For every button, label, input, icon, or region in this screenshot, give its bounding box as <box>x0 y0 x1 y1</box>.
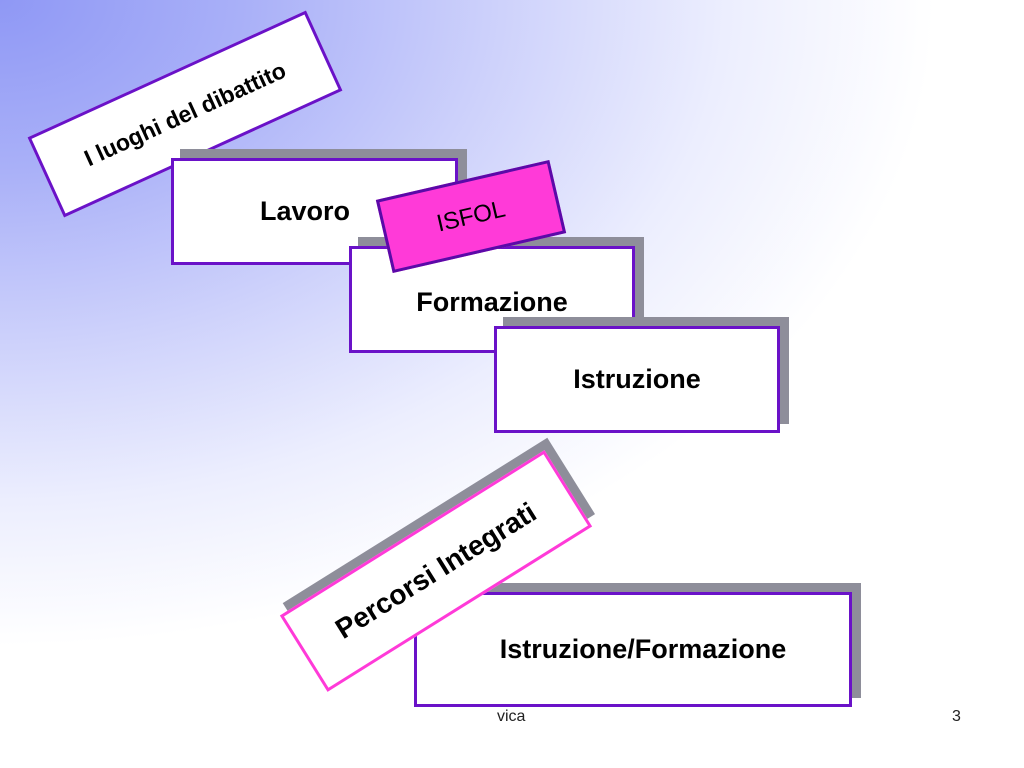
lavoro-label: Lavoro <box>260 196 351 226</box>
slide-number: 3 <box>952 708 961 725</box>
istruzione-label: Istruzione <box>573 364 701 394</box>
title-tag-label: I luoghi del dibattito <box>80 56 290 171</box>
formazione-label: Formazione <box>416 286 568 317</box>
isfol-label: ISFOL <box>434 195 508 237</box>
istruzione-formazione-label: Istruzione/Formazione <box>499 634 787 664</box>
istruzione-box: Istruzione <box>494 326 780 433</box>
footer-center-text: vica <box>497 708 526 725</box>
istruzione-formazione-box: Istruzione/Formazione <box>414 592 852 707</box>
